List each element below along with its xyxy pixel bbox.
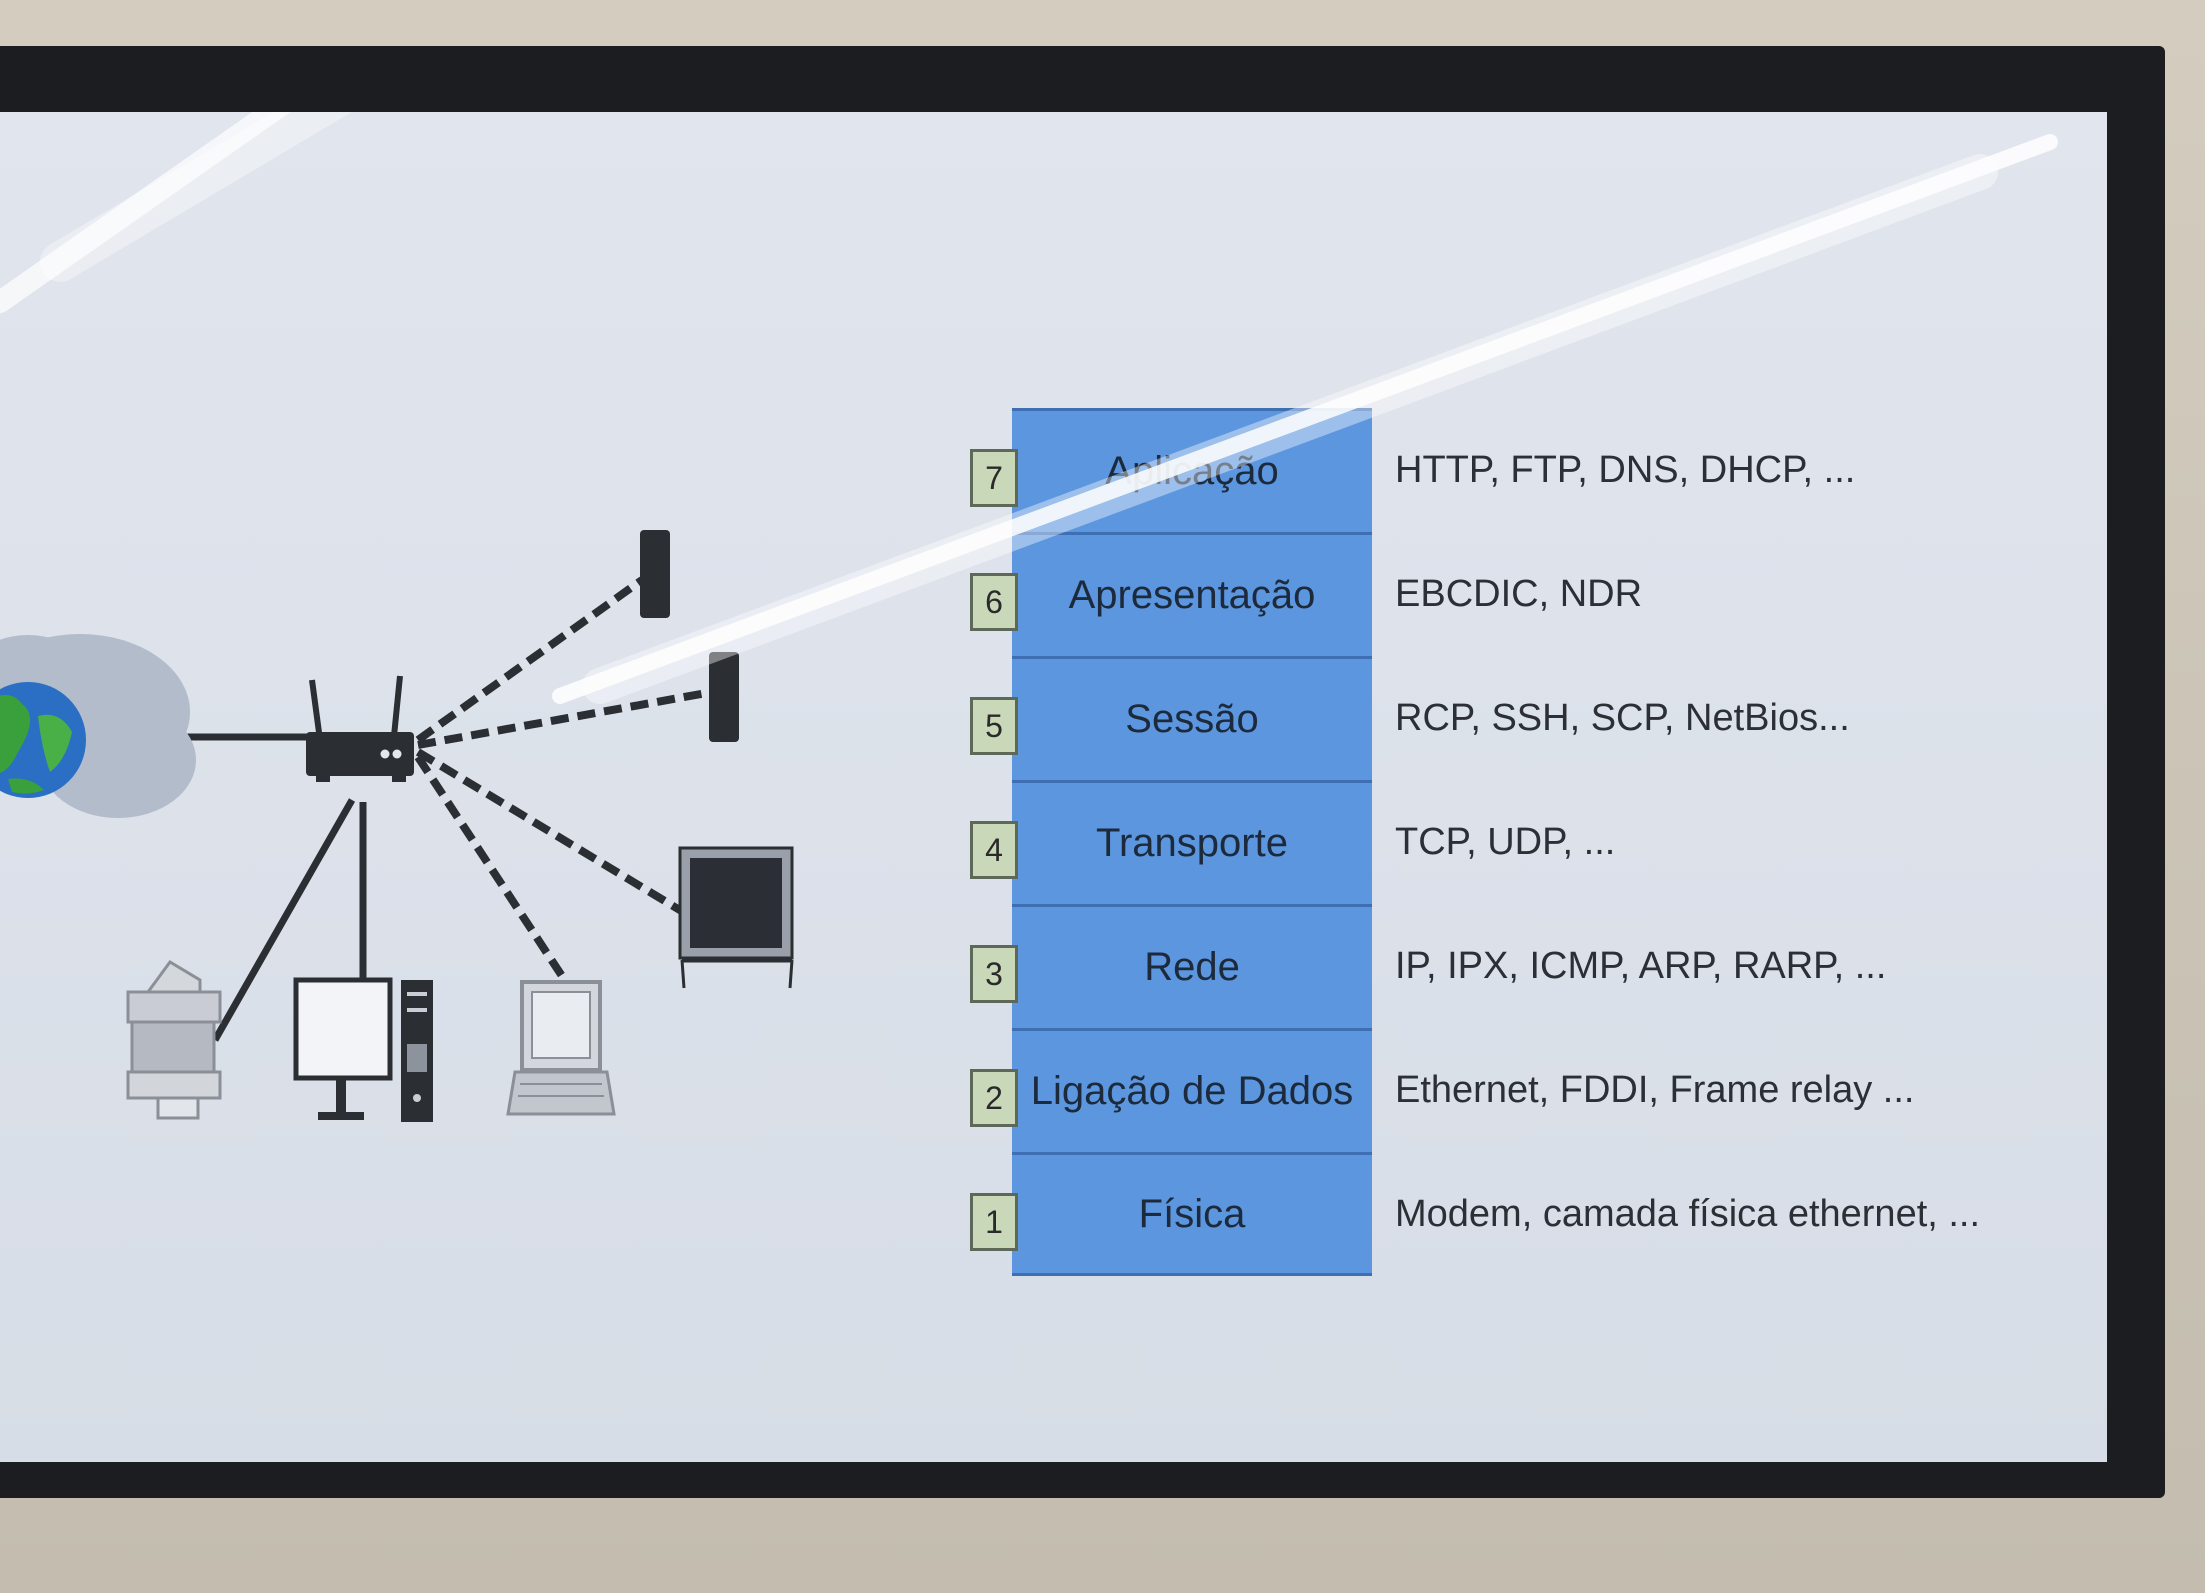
protocols-layer-4: TCP, UDP, ... (1395, 821, 1616, 863)
osi-layer-5: 5 Sessão (970, 656, 1372, 780)
wireless-link-phone-1 (415, 576, 645, 744)
osi-layer-1: 1 Física (970, 1152, 1372, 1276)
phone-icon (709, 652, 739, 742)
network-diagram (0, 530, 794, 1122)
protocols-layer-2: Ethernet, FDDI, Frame relay ... (1395, 1069, 1915, 1111)
protocols-layer-1: Modem, camada física ethernet, ... (1395, 1193, 1981, 1235)
tv-screen: 7 Aplicação HTTP, FTP, DNS, DHCP, ... 6 … (0, 112, 2107, 1462)
router-icon (306, 675, 414, 782)
wireless-link-tablet (415, 748, 686, 916)
layer-number: 5 (970, 697, 1018, 755)
layer-name: Apresentação (1068, 573, 1316, 617)
layer-number: 7 (970, 449, 1018, 507)
osi-layer-6: 6 Apresentação (970, 532, 1372, 656)
layer-name: Física (1138, 1191, 1246, 1236)
layer-number: 1 (970, 1193, 1018, 1251)
layer-number: 4 (970, 821, 1018, 879)
tablet-icon (678, 846, 794, 989)
layer-name: Rede (1144, 945, 1240, 989)
osi-layer-2: 2 Ligação de Dados (970, 1028, 1372, 1152)
cable-to-printer (211, 798, 356, 1042)
layer-name: Aplicação (1105, 449, 1279, 493)
desktop-computer-icon (293, 977, 433, 1122)
osi-layer-3: 3 Rede (970, 904, 1372, 1028)
layer-number: 3 (970, 945, 1018, 1003)
globe-cloud-icon (0, 634, 196, 818)
osi-layer-4: 4 Transporte (970, 780, 1372, 904)
laptop-icon (506, 980, 616, 1116)
printer-icon (126, 960, 222, 1120)
osi-layer-7: 7 Aplicação (970, 408, 1372, 532)
layer-name: Ligação de Dados (1030, 1069, 1354, 1113)
layer-number: 6 (970, 573, 1018, 631)
layer-name: Sessão (1125, 697, 1259, 741)
phone-icon (640, 530, 670, 618)
protocols-layer-5: RCP, SSH, SCP, NetBios... (1395, 697, 1850, 739)
wireless-link-phone-2 (417, 688, 713, 749)
layer-name: Transporte (1096, 821, 1288, 865)
protocols-layer-7: HTTP, FTP, DNS, DHCP, ... (1395, 449, 1856, 491)
wireless-link-laptop (414, 754, 566, 979)
protocols-layer-6: EBCDIC, NDR (1395, 573, 1643, 615)
protocols-layer-3: IP, IPX, ICMP, ARP, RARP, ... (1395, 945, 1887, 987)
layer-number: 2 (970, 1069, 1018, 1127)
